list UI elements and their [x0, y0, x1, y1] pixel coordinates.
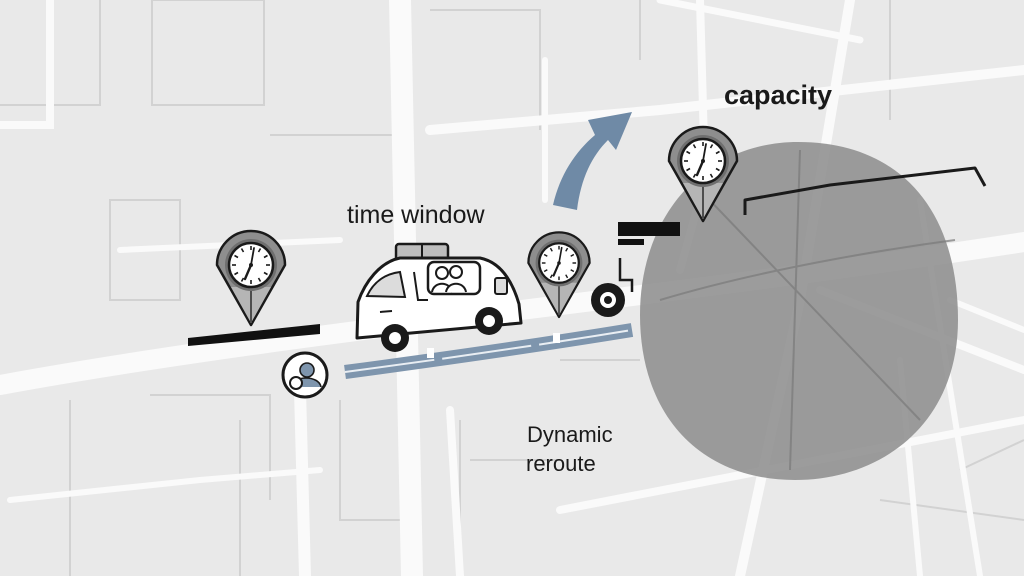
stop-bars [188, 222, 680, 346]
delivery-van-icon [355, 242, 523, 352]
capacity-zone [640, 142, 958, 480]
capacity-bracket [743, 166, 987, 215]
route-lane [344, 323, 634, 379]
passenger-icon [281, 351, 329, 399]
connector-line [618, 258, 634, 292]
dynamic-reroute-label-line1: Dynamic [527, 422, 613, 447]
capacity-label: capacity [724, 80, 833, 110]
time-window-label: time window [347, 201, 485, 229]
reroute-arrow-icon [553, 112, 632, 210]
dynamic-reroute-label-line2: reroute [526, 451, 596, 476]
dynamic-reroute-label: Dynamic reroute [526, 420, 613, 478]
wheel-marker-icon [591, 283, 625, 317]
